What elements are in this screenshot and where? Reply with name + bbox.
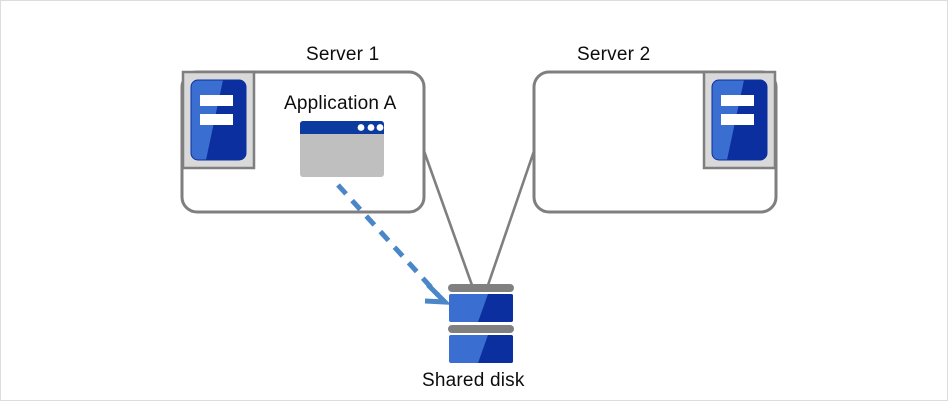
window-dot-1 — [357, 124, 365, 131]
connector-server1-to-disk — [422, 149, 475, 290]
disk-bar-2 — [448, 325, 514, 333]
shared-disk-label: Shared disk — [422, 370, 525, 391]
server2-label: Server 2 — [577, 44, 651, 65]
server1-label: Server 1 — [306, 44, 380, 65]
shared-disk-icon[interactable] — [448, 284, 514, 363]
window-dot-2 — [367, 124, 375, 131]
server2-icon — [702, 70, 777, 170]
disk-bar-1 — [448, 284, 514, 292]
server1-icon — [181, 70, 256, 170]
application-window-icon[interactable] — [300, 121, 384, 177]
arrow-application-to-disk — [336, 183, 452, 305]
application-label: Application A — [284, 93, 397, 114]
window-dot-3 — [376, 124, 384, 131]
connector-server2-to-disk — [485, 149, 536, 290]
